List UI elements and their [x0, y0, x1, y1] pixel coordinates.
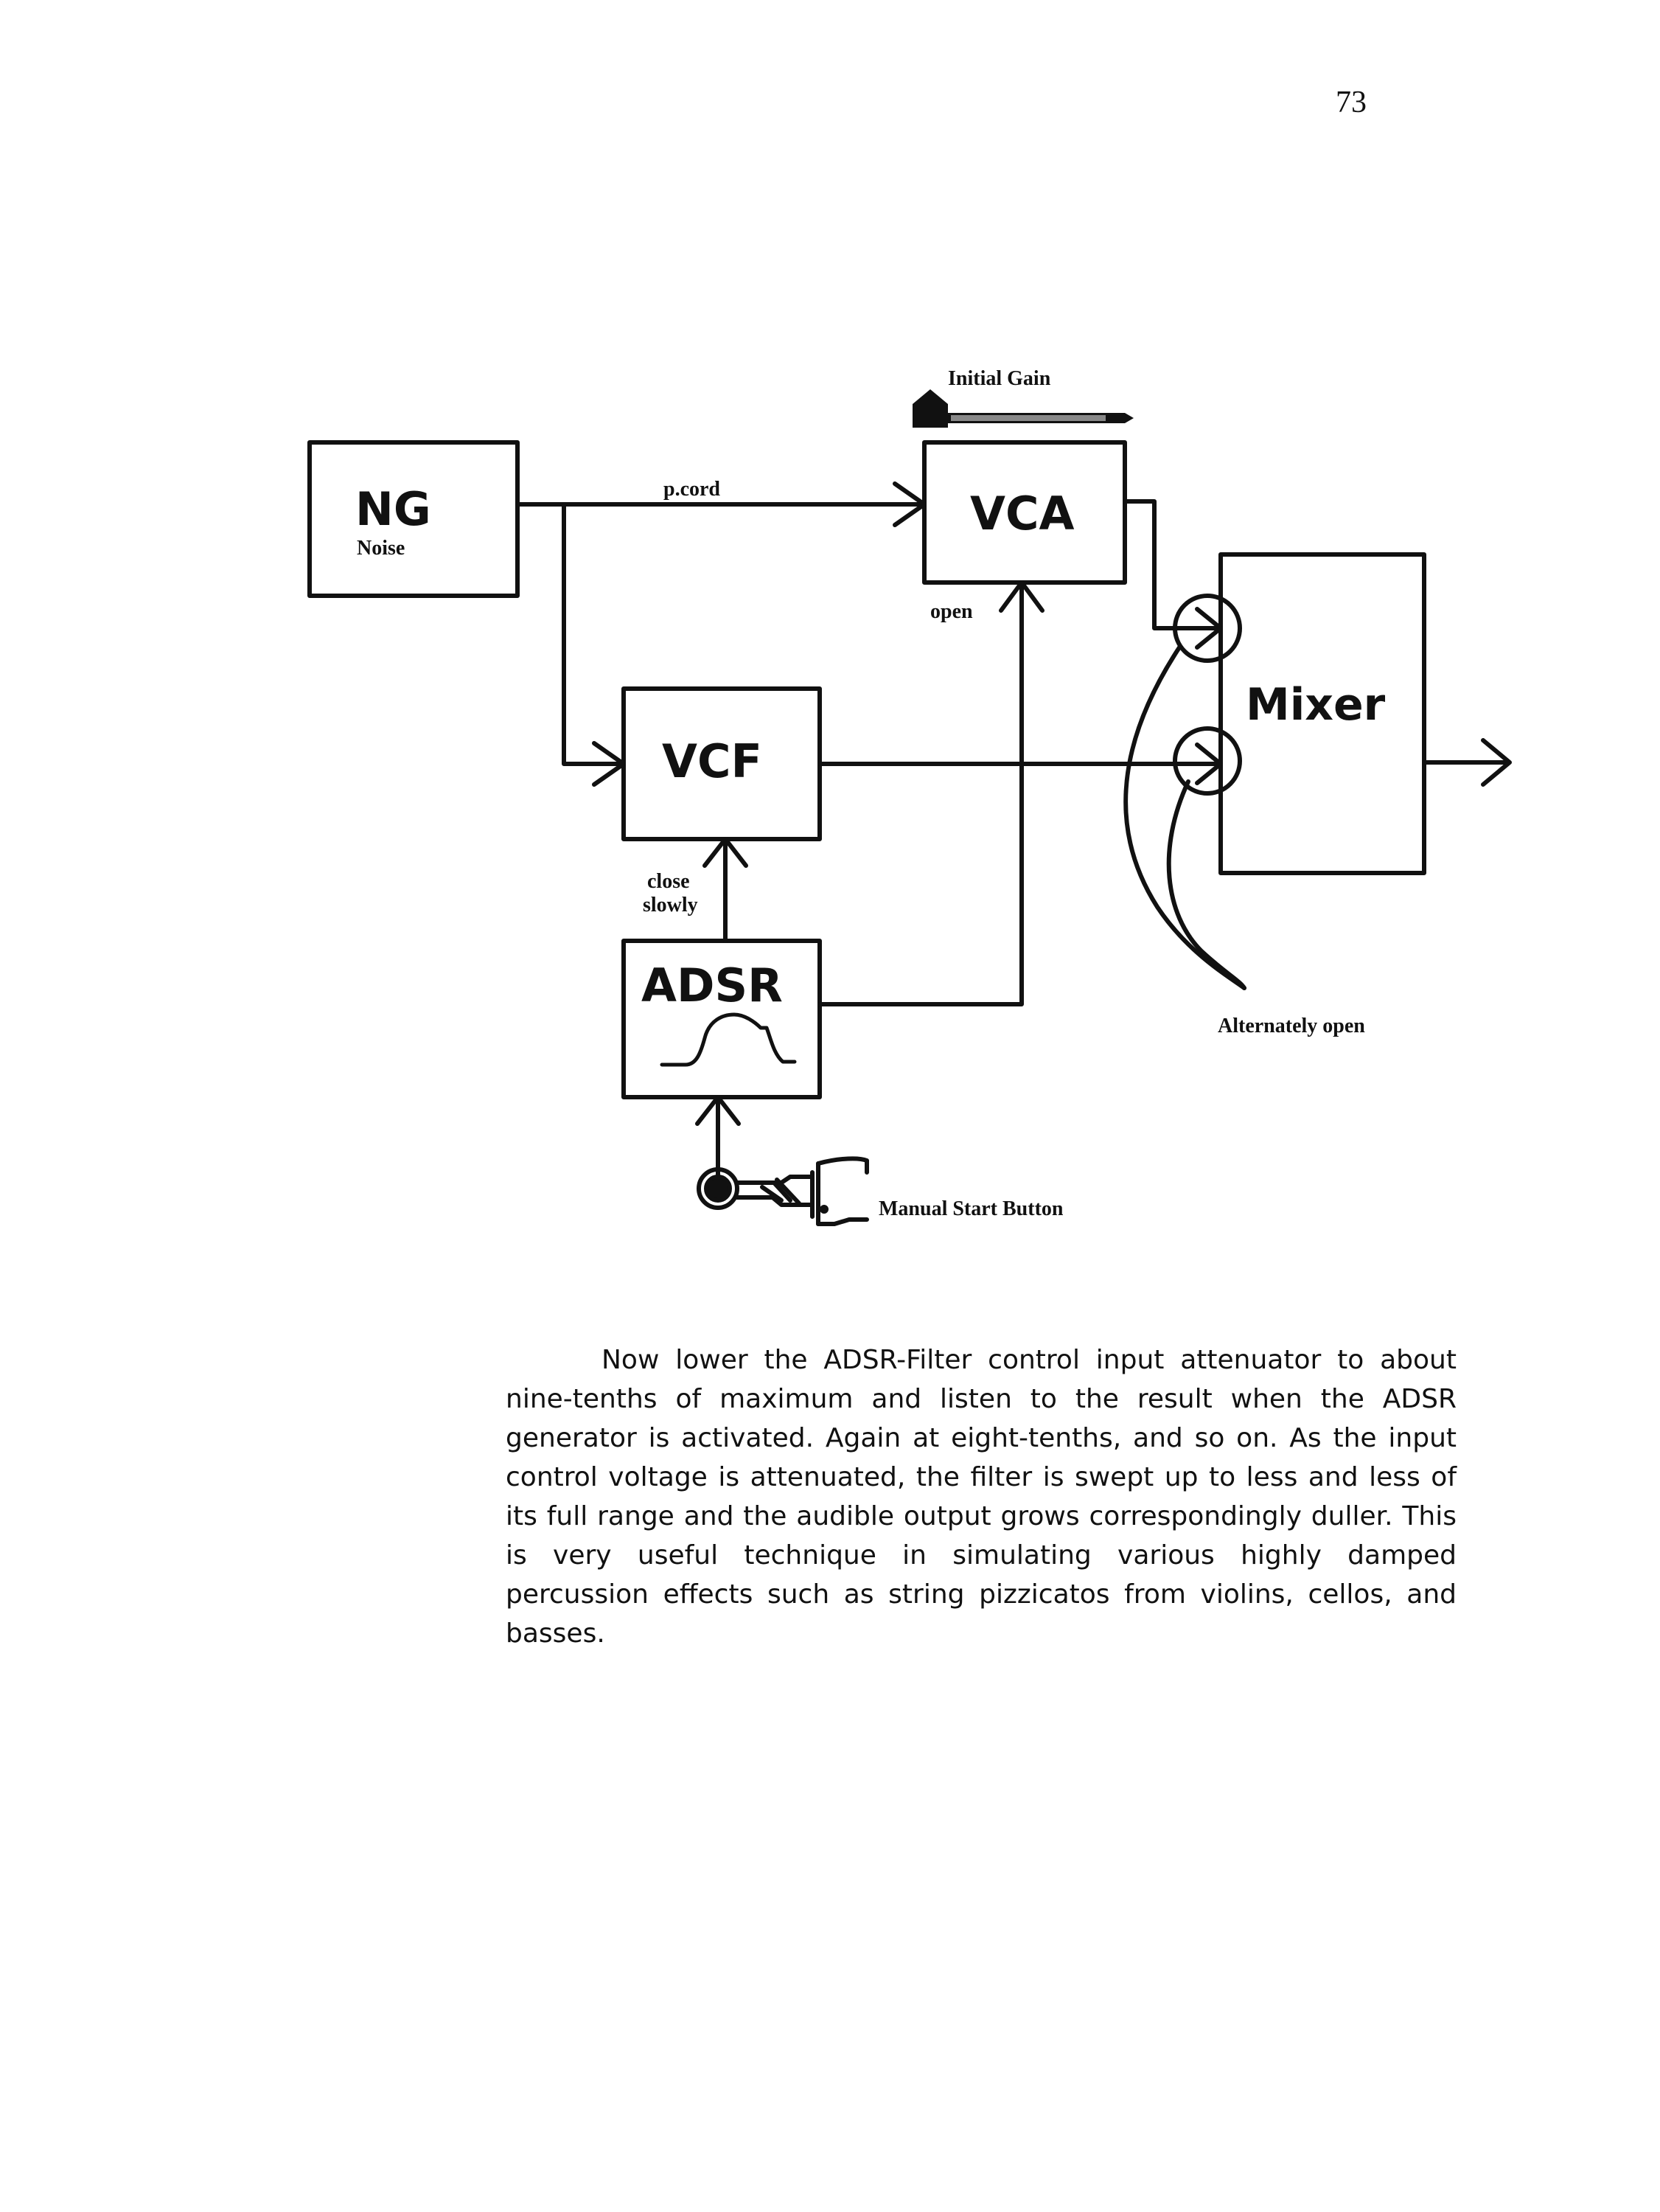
- manual-start-label: Manual Start Button: [879, 1197, 1064, 1220]
- adsr-title: ADSR: [641, 959, 783, 1012]
- open-label: open: [930, 600, 973, 623]
- manual-start-button-icon: [697, 1156, 869, 1226]
- synth-patch-diagram: NG Noise VCA VCF ADSR Mixer Initial Gain…: [307, 367, 1512, 1226]
- vca-title: VCA: [970, 487, 1074, 540]
- vca-block: [922, 440, 1127, 585]
- adsr-block: [621, 939, 822, 1099]
- initial-gain-label: Initial Gain: [948, 367, 1051, 390]
- vca-to-mixer-line: [1123, 499, 1223, 630]
- alternate-cord-2: [1166, 779, 1246, 990]
- slowly-label: slowly: [643, 894, 698, 917]
- ng-title: NG: [355, 482, 431, 536]
- initial-gain-slider: [913, 389, 1134, 428]
- body-paragraph: Now lower the ADSR-Filter control input …: [506, 1345, 1457, 1649]
- close-label: close: [647, 870, 690, 893]
- pcord-arrowhead: [893, 481, 927, 527]
- mixer-block: [1218, 552, 1426, 875]
- mixer-input-knob-lower: [1173, 726, 1242, 796]
- adsr-to-vca-line: [817, 580, 1024, 1006]
- adsr-envelope-icon: [660, 1012, 797, 1067]
- page-number: 73: [1336, 86, 1367, 119]
- mixer-title: Mixer: [1246, 679, 1386, 731]
- mixer-upper-arrowhead: [1195, 607, 1223, 650]
- vca-control-arrowhead: [999, 580, 1045, 613]
- mixer-output-arrowhead: [1481, 738, 1512, 787]
- mixer-lower-arrowhead: [1195, 742, 1223, 785]
- pcord-label: p.cord: [663, 478, 720, 501]
- alternate-cord-1: [1123, 645, 1246, 990]
- ng-to-vcf-line: [562, 502, 626, 766]
- vcf-control-arrowhead: [702, 837, 748, 868]
- ng-subtitle: Noise: [357, 537, 405, 560]
- vcf-input-arrowhead: [592, 741, 626, 787]
- initial-gain-slider-knob: [913, 389, 948, 428]
- mixer-input-knob-upper: [1173, 594, 1242, 663]
- vcf-title: VCF: [662, 734, 762, 788]
- alternately-open-label: Alternately open: [1218, 1015, 1365, 1037]
- adsr-gate-arrowhead: [695, 1095, 741, 1126]
- ng-block: [307, 440, 520, 598]
